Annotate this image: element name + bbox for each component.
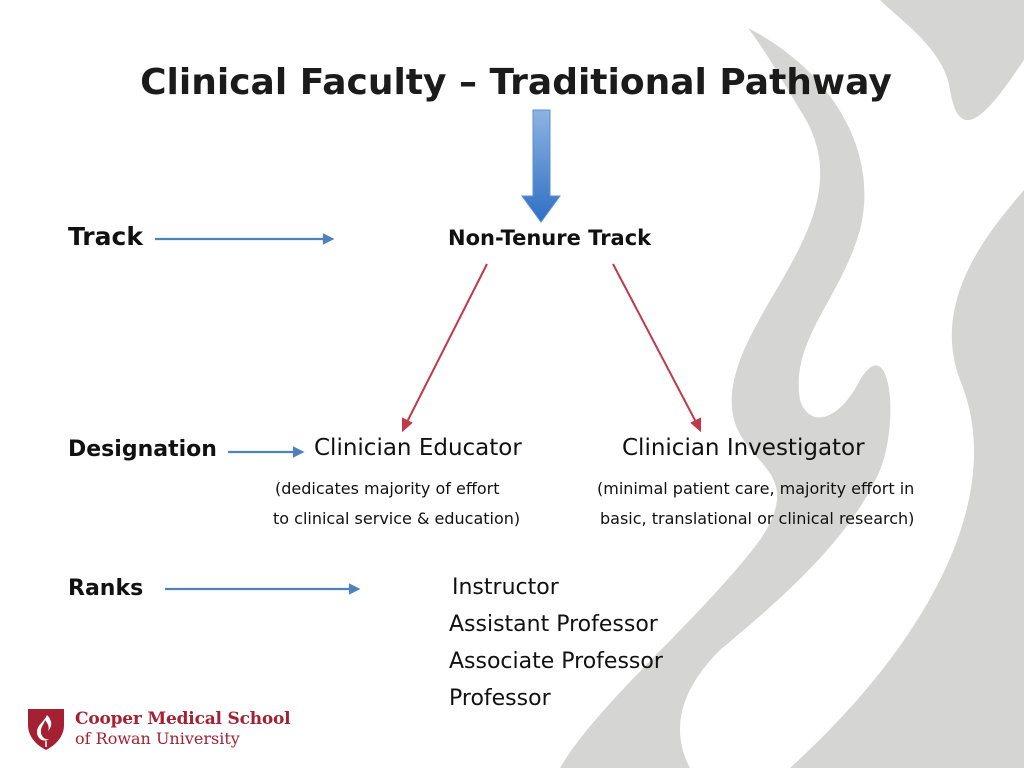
clinician-educator-note-line2: to clinical service & education) bbox=[273, 509, 521, 528]
clinician-educator-title: Clinician Educator bbox=[314, 435, 522, 461]
rank-item: Assistant Professor bbox=[449, 612, 658, 637]
rank-item: Professor bbox=[449, 686, 551, 711]
cooper-shield-logo-icon bbox=[28, 709, 64, 750]
ranks-label: Ranks bbox=[68, 576, 144, 601]
track-value: Non-Tenure Track bbox=[448, 226, 652, 250]
designation-label: Designation bbox=[68, 437, 217, 462]
clinician-investigator-note-line2: basic, translational or clinical researc… bbox=[600, 509, 915, 528]
clinician-educator-note-line1: (dedicates majority of effort bbox=[275, 479, 500, 498]
rank-item: Instructor bbox=[452, 575, 559, 600]
logo-text-line2: of Rowan University bbox=[75, 729, 240, 748]
track-label: Track bbox=[68, 222, 143, 251]
rank-item: Associate Professor bbox=[449, 649, 663, 674]
clinician-investigator-note-line1: (minimal patient care, majority effort i… bbox=[597, 479, 915, 498]
clinician-investigator-title: Clinician Investigator bbox=[622, 435, 865, 461]
page-title: Clinical Faculty – Traditional Pathway bbox=[140, 62, 892, 103]
down-block-arrow-icon bbox=[521, 109, 561, 223]
logo-text-line1: Cooper Medical School bbox=[75, 709, 291, 729]
branch-arrow-educator-icon bbox=[405, 263, 488, 425]
branch-arrow-investigator-icon bbox=[612, 263, 698, 425]
